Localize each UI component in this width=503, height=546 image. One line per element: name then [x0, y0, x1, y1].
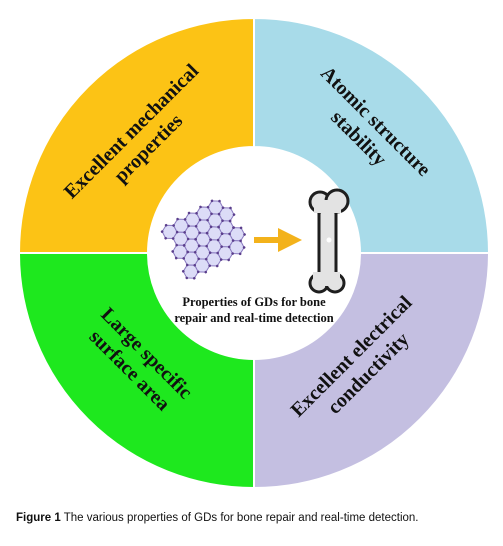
bone-icon: [308, 188, 350, 294]
lattice-atom: [186, 237, 190, 241]
lattice-atom: [238, 252, 242, 256]
lattice-atom: [195, 211, 198, 215]
lattice-atom: [171, 237, 175, 240]
lattice-atom: [210, 199, 214, 203]
lattice-atom: [193, 250, 197, 254]
lattice-atom: [194, 237, 197, 241]
lattice-atom: [175, 230, 179, 234]
lattice-atom: [187, 224, 190, 228]
lattice-atom: [164, 223, 168, 227]
lattice-atom: [175, 243, 178, 247]
lattice-atom: [198, 218, 202, 222]
lattice-atom: [196, 270, 200, 274]
lattice-atom: [221, 219, 224, 223]
lattice-atom: [232, 226, 235, 229]
lattice-atom: [183, 218, 187, 221]
lattice-atom: [217, 212, 221, 216]
lattice-atom: [176, 217, 179, 221]
lattice-atom: [164, 236, 167, 240]
lattice-atom: [220, 245, 223, 248]
graphene-lattice-icon: [160, 199, 246, 280]
lattice-atom: [227, 258, 230, 262]
lattice-atom: [231, 252, 234, 255]
lattice-atom: [242, 246, 246, 249]
lattice-atom: [205, 231, 209, 235]
lattice-atom: [208, 264, 212, 268]
lattice-atom: [232, 213, 236, 216]
lattice-atom: [216, 238, 220, 242]
center-caption-line-1: Properties of GDs for bone: [182, 295, 326, 309]
lattice-atom: [185, 263, 189, 267]
lattice-atom: [183, 231, 186, 234]
lattice-atom: [229, 206, 232, 210]
lattice-atom: [231, 239, 235, 242]
lattice-atom: [221, 206, 225, 210]
lattice-atom: [174, 256, 178, 260]
lattice-atom: [204, 257, 208, 261]
lattice-atom: [171, 250, 175, 253]
properties-ring-diagram: Excellent mechanical properties Atomic s…: [17, 16, 491, 490]
lattice-atom: [217, 225, 220, 229]
lattice-atom: [205, 244, 208, 248]
lattice-atom: [209, 238, 212, 242]
figure-label: Figure 1: [16, 512, 61, 524]
lattice-atom: [228, 219, 232, 223]
lattice-atom: [239, 239, 242, 243]
figure-caption-text: The various properties of GDs for bone r…: [60, 512, 419, 524]
lattice-atom: [228, 232, 231, 236]
lattice-atom: [181, 270, 185, 273]
lattice-atom: [198, 231, 201, 235]
lattice-atom: [220, 232, 224, 235]
figure-caption: Figure 1 The various properties of GDs f…: [16, 512, 496, 524]
lattice-atom: [182, 244, 186, 247]
lattice-atom: [218, 199, 221, 203]
lattice-atom: [216, 251, 219, 255]
lattice-atom: [206, 205, 210, 209]
lattice-atom: [160, 230, 164, 233]
lattice-atom: [206, 218, 209, 222]
center-circle: [148, 147, 360, 359]
lattice-atom: [194, 224, 198, 228]
lattice-atom: [243, 233, 246, 236]
lattice-atom: [172, 224, 175, 227]
center-caption-line-2: repair and real-time detection: [174, 311, 333, 325]
lattice-atom: [204, 270, 208, 274]
lattice-atom: [192, 276, 196, 280]
lattice-atom: [182, 257, 186, 260]
lattice-atom: [219, 258, 223, 261]
lattice-atom: [197, 257, 201, 261]
lattice-atom: [239, 226, 243, 230]
lattice-atom: [197, 244, 201, 248]
lattice-atom: [193, 263, 197, 267]
lattice-atom: [209, 225, 213, 229]
lattice-atom: [185, 276, 189, 280]
lattice-atom: [210, 212, 213, 216]
lattice-atom: [215, 264, 219, 268]
lattice-atom: [186, 250, 189, 254]
lattice-atom: [227, 245, 231, 249]
lattice-atom: [187, 211, 191, 215]
lattice-atom: [199, 205, 202, 209]
lattice-atom: [208, 251, 212, 255]
